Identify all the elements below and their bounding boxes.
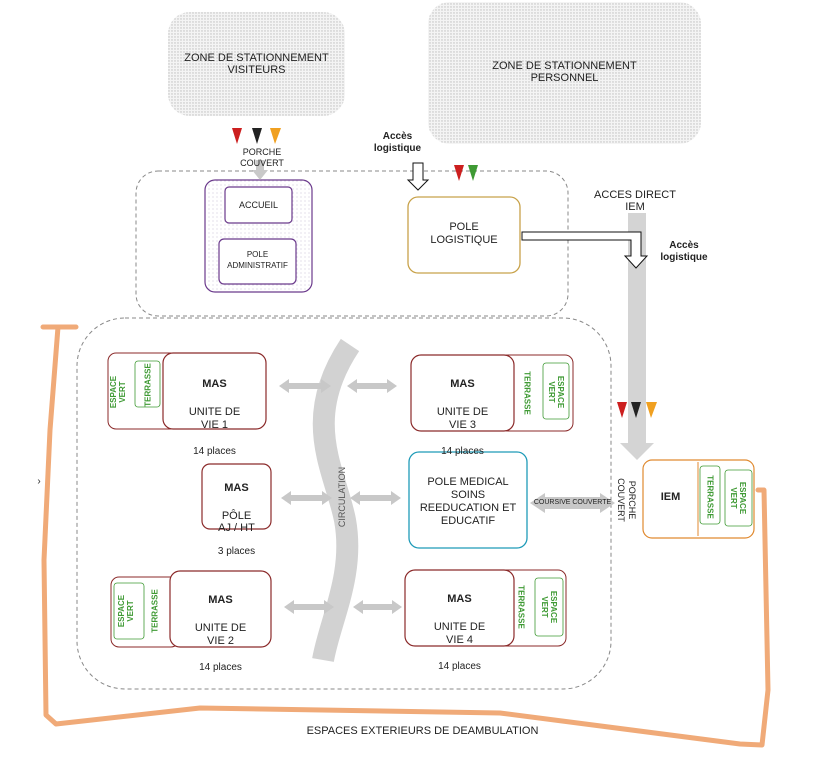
unit-vie-4-title: MAS <box>447 593 472 605</box>
exterior-label: ESPACES EXTERIEURS DE DEAMBULATION <box>306 725 539 737</box>
connector-arrows <box>279 379 615 614</box>
unit-vie-1-name: UNITE DE VIE 1 <box>188 406 241 431</box>
arrow-vie3-left <box>347 379 397 393</box>
top-enclosure <box>135 170 569 317</box>
unit-ajht-name: PÔLE AJ / HT <box>218 510 255 534</box>
unit-vie-1-title: MAS <box>202 378 227 390</box>
arrow-vie2 <box>284 600 334 614</box>
unit-vie-4-shape <box>404 569 567 647</box>
parking-staff-zone <box>428 2 701 144</box>
porch-top-label: PORCHE COUVERT <box>240 147 284 168</box>
direct-access-corridor <box>628 213 646 443</box>
terrasse-vie1: TERRASSE <box>143 363 153 407</box>
main-enclosure <box>76 317 612 690</box>
parking-visitors-label: ZONE DE STATIONNEMENT VISITEURS <box>184 52 329 76</box>
arrow-ajht <box>281 491 332 505</box>
medical-pole-box <box>408 451 528 549</box>
flags-iem <box>617 402 657 418</box>
flags-visitors <box>232 128 281 144</box>
reception-label: ACCUEIL <box>238 200 278 210</box>
espace-vert-vie1: ESPACE VERT <box>109 375 127 409</box>
unit-vie-2-shape <box>110 570 272 648</box>
espace-vert-vie4: ESPACE VERT <box>540 590 558 624</box>
medical-pole-label: POLE MEDICAL SOINS REEDUCATION ET EDUCAT… <box>419 476 517 527</box>
admin-box <box>218 238 297 285</box>
unit-vie-2: MAS UNITE DE VIE 2 14 places <box>170 581 271 687</box>
arrow-coursive <box>530 493 615 513</box>
unit-vie-3-places: 14 places <box>441 446 484 457</box>
porch-connector <box>256 160 264 172</box>
unit-vie-1: MAS UNITE DE VIE 1 14 places <box>163 365 266 471</box>
unit-ajht-title: MAS <box>224 482 249 494</box>
unit-vie-4-places: 14 places <box>438 661 481 672</box>
logistics-access-label-1: Accès logistique <box>373 131 422 154</box>
direct-access-arrow <box>620 443 654 460</box>
espace-vert-vie3: ESPACE VERT <box>547 375 565 409</box>
logistics-arrow-1 <box>406 162 430 191</box>
flags-logistics <box>454 165 478 181</box>
unit-vie-3-shape <box>410 354 574 432</box>
unit-ajht: MAS PÔLE AJ / HT 3 places <box>202 470 271 570</box>
unit-vie-4-name: UNITE DE VIE 4 <box>433 621 486 646</box>
unit-vie-1-shape <box>107 352 267 430</box>
admin-label: POLE ADMINISTRATIF <box>227 250 288 270</box>
espace-vert-iem: ESPACE VERT <box>729 481 747 515</box>
unit-vie-1-places: 14 places <box>193 446 236 457</box>
iem-shape <box>642 459 755 539</box>
terrasse-vie3: TERRASSE <box>522 371 532 415</box>
direct-access-label: ACCES DIRECT IEM <box>594 189 676 213</box>
parking-staff-label: ZONE DE STATIONNEMENT PERSONNEL <box>492 60 637 84</box>
unit-vie-3-name: UNITE DE VIE 3 <box>436 406 489 431</box>
unit-vie-3-title: MAS <box>450 378 475 390</box>
terrasse-vie4: TERRASSE <box>516 585 526 629</box>
coursive-label: COURSIVE COUVERTE <box>533 499 612 506</box>
unit-vie-4: MAS UNITE DE VIE 4 14 places <box>405 580 514 686</box>
espace-vert-vie2: ESPACE VERT <box>117 594 135 628</box>
circulation-label: CIRCULATION <box>337 466 347 528</box>
unit-vie-2-places: 14 places <box>199 662 242 673</box>
parking-visitors-zone <box>168 12 345 116</box>
arrow-vie4 <box>353 600 402 614</box>
porch-right-label: PORCHE COUVERT <box>616 478 637 522</box>
unit-vie-3: MAS UNITE DE VIE 3 14 places <box>411 365 514 471</box>
arrow-vie1 <box>279 379 331 393</box>
terrasse-vie2: TERRASSE <box>150 589 160 633</box>
unit-ajht-shape <box>201 463 272 530</box>
path-mark: › <box>37 476 41 487</box>
circulation-band <box>312 338 360 663</box>
logistics-access-label-2: Accès logistique <box>660 240 708 263</box>
logistics-arrow-2 <box>521 231 649 269</box>
iem-label: IEM <box>660 491 681 503</box>
terrasse-iem: TERRASSE <box>705 475 715 519</box>
logistics-pole-box <box>407 196 521 274</box>
exterior-path <box>40 324 771 748</box>
unit-vie-2-title: MAS <box>208 594 233 606</box>
unit-ajht-places: 3 places <box>217 546 256 557</box>
logistics-pole-label: POLE LOGISTIQUE <box>430 221 498 246</box>
unit-vie-2-name: UNITE DE VIE 2 <box>194 622 247 647</box>
reception-box <box>224 186 293 224</box>
arrow-medical <box>350 491 401 505</box>
